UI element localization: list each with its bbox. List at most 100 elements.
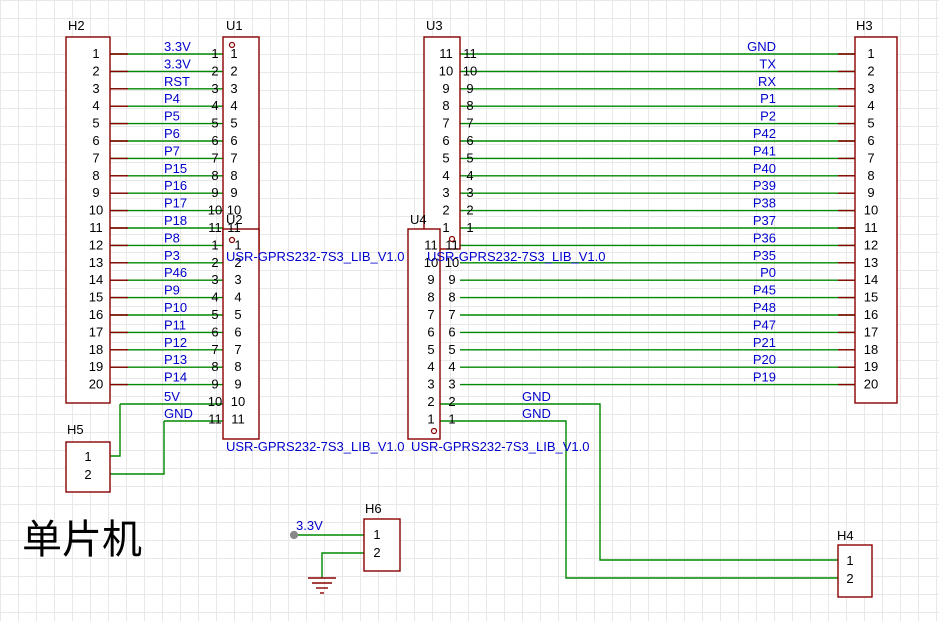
wire-h6-gnd [321, 552, 364, 578]
u4-pin-number-inner: 2 [427, 394, 434, 409]
net-label-right: P38 [753, 196, 776, 211]
u3-pin-number-outer: 7 [466, 116, 473, 131]
u4-pin-number-outer: 4 [448, 359, 455, 374]
u1-pin-number-outer: 7 [211, 150, 218, 165]
h2-pin-number: 9 [92, 185, 99, 200]
u1-pin-number-inner: 6 [230, 133, 237, 148]
net-label-left: P15 [164, 161, 187, 176]
u2-pin-number-inner: 3 [234, 272, 241, 287]
u3-pin-number-outer: 10 [463, 63, 477, 78]
u3-pin-number-outer: 6 [466, 133, 473, 148]
u1-pin-number-outer: 9 [211, 185, 218, 200]
u4-pin-number-outer: 10 [445, 255, 459, 270]
net-label-u4-gnd: GND [522, 389, 551, 404]
h3-pin-number: 13 [864, 255, 878, 270]
u3-pin-number-inner: 3 [442, 185, 449, 200]
net-label-left: RST [164, 74, 190, 89]
u1-pin-number-inner: 4 [230, 98, 237, 113]
h3-pin-number: 7 [867, 150, 874, 165]
u2-pin-number-outer: 3 [211, 272, 218, 287]
u1-pin-number-outer: 8 [211, 168, 218, 183]
h3-pin-number: 15 [864, 290, 878, 305]
u4-pin-number-inner: 3 [427, 377, 434, 392]
u1-pin-number-inner: 9 [230, 185, 237, 200]
u2-pin-number-inner: 7 [234, 342, 241, 357]
h2-pin-number: 14 [89, 272, 103, 287]
u2-pin-number-inner: 8 [234, 359, 241, 374]
net-label-right: P45 [753, 283, 776, 298]
h2-pin-number: 5 [92, 116, 99, 131]
u2-pin-number-outer: 2 [211, 255, 218, 270]
u1-library-name: USR-GPRS232-7S3_LIB_V1.0 [226, 249, 404, 264]
u1-pin-number-inner: 11 [227, 220, 241, 235]
u1-pin-number-inner: 10 [227, 203, 241, 218]
net-label-left: P3 [164, 248, 180, 263]
u4-pin-number-outer: 2 [448, 394, 455, 409]
net-label-left: P17 [164, 196, 187, 211]
u4-pin-number-outer: 8 [448, 290, 455, 305]
u3-pin-number-outer: 2 [466, 203, 473, 218]
h2-designator: H2 [68, 18, 85, 33]
u2-pin-number-inner: 1 [234, 237, 241, 252]
component-bodies [65, 36, 898, 598]
h3-pin-number: 17 [864, 324, 878, 339]
u2-pin-number-outer: 7 [211, 342, 218, 357]
h4-pin-number: 1 [846, 553, 853, 568]
h2-pin-number: 1 [92, 46, 99, 61]
h2-pin-number: 16 [89, 307, 103, 322]
net-label-left: P10 [164, 300, 187, 315]
h2-pin-number: 13 [89, 255, 103, 270]
u1-pin-number-inner: 8 [230, 168, 237, 183]
h5-body [65, 441, 111, 493]
h5-pin-number: 2 [84, 467, 91, 482]
net-label-left: P8 [164, 230, 180, 245]
u4-pin-number-outer: 5 [448, 342, 455, 357]
u3-pin-number-inner: 1 [442, 220, 449, 235]
u4-pin-number-inner: 5 [427, 342, 434, 357]
net-label-right: P0 [760, 265, 776, 280]
u2-pin1-marker [228, 236, 236, 244]
net-label-left: P13 [164, 352, 187, 367]
h3-pin-number: 4 [867, 98, 874, 113]
h3-body [854, 36, 898, 404]
u4-pin1-marker [430, 427, 438, 435]
net-label-right: TX [759, 56, 776, 71]
net-label-right: P37 [753, 213, 776, 228]
u3-pin-number-outer: 4 [466, 168, 473, 183]
u3-pin-number-inner: 11 [439, 46, 453, 61]
u1-pin-number-outer: 5 [211, 116, 218, 131]
net-label-right: P40 [753, 161, 776, 176]
h6-net-label: 3.3V [296, 518, 323, 533]
u2-pin-number-inner: 2 [234, 255, 241, 270]
u2-pin-number-outer: 8 [211, 359, 218, 374]
wire-u4-gnd-1 [440, 403, 838, 561]
h4-body [837, 544, 873, 598]
u1-pin-number-inner: 7 [230, 150, 237, 165]
u3-pin-number-inner: 4 [442, 168, 449, 183]
h2-pin-number: 7 [92, 150, 99, 165]
u3-pin-number-inner: 9 [442, 81, 449, 96]
net-label-right: RX [758, 74, 776, 89]
u3-pin-number-inner: 7 [442, 116, 449, 131]
u3-pin-number-inner: 5 [442, 150, 449, 165]
h2-pin-number: 4 [92, 98, 99, 113]
u4-library-name: USR-GPRS232-7S3_LIB_V1.0 [411, 439, 589, 454]
u3-pin-number-outer: 8 [466, 98, 473, 113]
h3-pin-number: 9 [867, 185, 874, 200]
u2-pin-number-outer: 11 [208, 411, 222, 426]
u2-pin-number-outer: 1 [211, 237, 218, 252]
net-label-left: P9 [164, 283, 180, 298]
u3-pin-number-inner: 6 [442, 133, 449, 148]
u1-designator: U1 [226, 18, 243, 33]
h3-pin-number: 10 [864, 203, 878, 218]
u2-pin-number-inner: 11 [231, 411, 245, 426]
net-label-u4-gnd: GND [522, 406, 551, 421]
net-label-left: GND [164, 406, 193, 421]
u1-pin-number-inner: 5 [230, 116, 237, 131]
net-label-right: GND [747, 39, 776, 54]
net-label-left: 3.3V [164, 56, 191, 71]
u1-pin-number-outer: 11 [208, 220, 222, 235]
net-label-left: P46 [164, 265, 187, 280]
u3-library-name: USR-GPRS232-7S3_LIB_V1.0 [427, 249, 605, 264]
h6-designator: H6 [365, 501, 382, 516]
